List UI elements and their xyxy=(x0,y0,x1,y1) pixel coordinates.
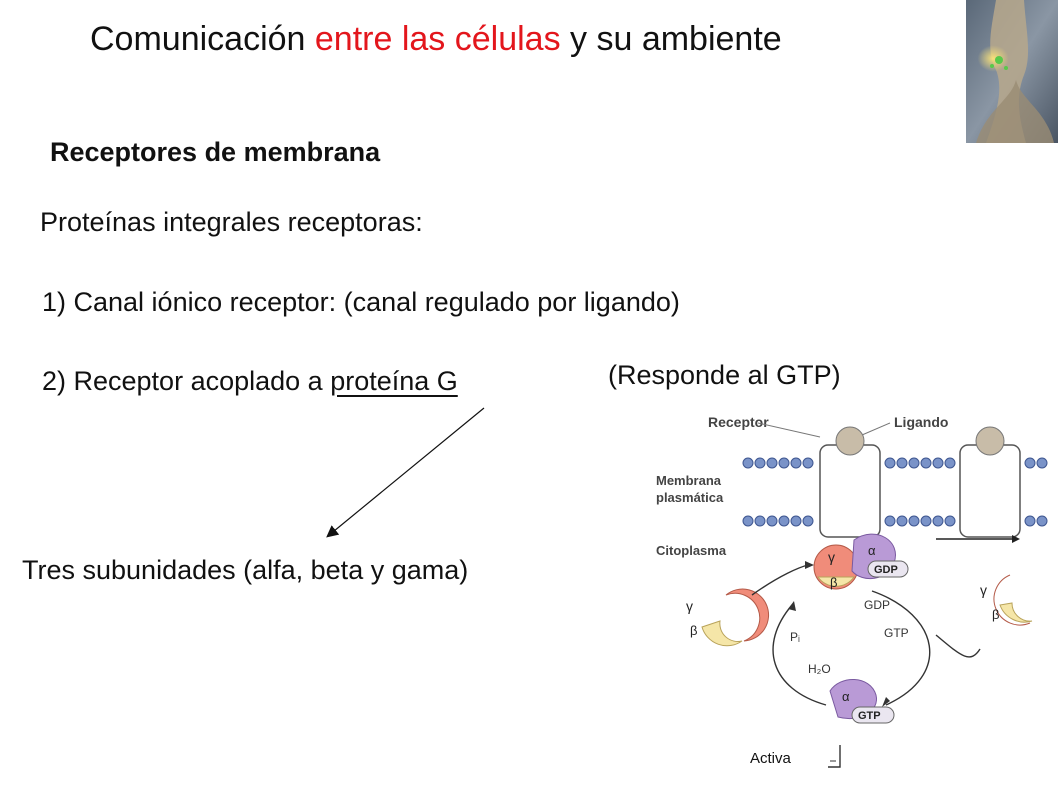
neuron-synapse-image xyxy=(966,0,1058,143)
svg-text:β: β xyxy=(830,575,837,590)
ligand-label: Ligando xyxy=(894,414,948,430)
svg-text:β: β xyxy=(690,623,697,638)
receptor-1 xyxy=(819,444,881,538)
svg-text:γ: γ xyxy=(686,598,693,614)
svg-text:α: α xyxy=(868,543,876,558)
svg-text:γ: γ xyxy=(980,582,987,598)
membrane-bilayer xyxy=(742,457,1048,527)
ligand-1 xyxy=(835,426,865,456)
item-1-line: 1) Canal iónico receptor: (canal regulad… xyxy=(42,287,680,317)
g-protein-cycle-diagram: Receptor Ligando Membrana plasmática Cit… xyxy=(656,414,1048,768)
receptor-label: Receptor xyxy=(708,414,769,430)
intro-line: Proteínas integrales receptoras: xyxy=(40,207,423,237)
svg-text:β: β xyxy=(992,607,999,622)
item-2-note: (Responde al GTP) xyxy=(608,360,841,390)
alpha-gtp: α GTP xyxy=(829,679,895,724)
section-heading: Receptores de membrana xyxy=(50,137,381,167)
svg-text:γ: γ xyxy=(828,549,835,565)
receptor-2 xyxy=(959,444,1021,538)
membrane-label-1: Membrana xyxy=(656,473,722,488)
beta-gamma-left: γ β xyxy=(686,588,770,647)
svg-text:α: α xyxy=(842,689,850,704)
title-part-1: Comunicación xyxy=(90,20,315,58)
h2o-label: H₂O xyxy=(808,662,831,676)
title-part-3: y su ambiente xyxy=(560,20,782,58)
ligand-2 xyxy=(975,426,1005,456)
svg-text:GTP: GTP xyxy=(858,710,881,722)
item-2-prefix: 2) Receptor acoplado a xyxy=(42,366,331,396)
item-2-underlined: proteína G xyxy=(330,366,458,396)
subunits-line: Tres subunidades (alfa, beta y gama) xyxy=(22,555,469,585)
title-part-2: entre las células xyxy=(314,20,561,58)
gtp-in-label: GTP xyxy=(884,626,909,640)
pi-label: Pᵢ xyxy=(790,630,800,644)
item-2-line: 2) Receptor acoplado a proteína G xyxy=(42,366,458,397)
membrane-label-2: plasmática xyxy=(656,490,724,505)
beta-gamma-right: γ β xyxy=(980,574,1033,626)
svg-text:GDP: GDP xyxy=(874,564,898,576)
slide-title: Comunicación entre las células y su ambi… xyxy=(90,20,782,59)
cytoplasm-label: Citoplasma xyxy=(656,543,727,558)
gdp-out-label: GDP xyxy=(864,598,890,612)
g-protein-gdp-complex: γ β α GDP xyxy=(813,533,909,590)
activa-label: Activa xyxy=(750,750,791,767)
